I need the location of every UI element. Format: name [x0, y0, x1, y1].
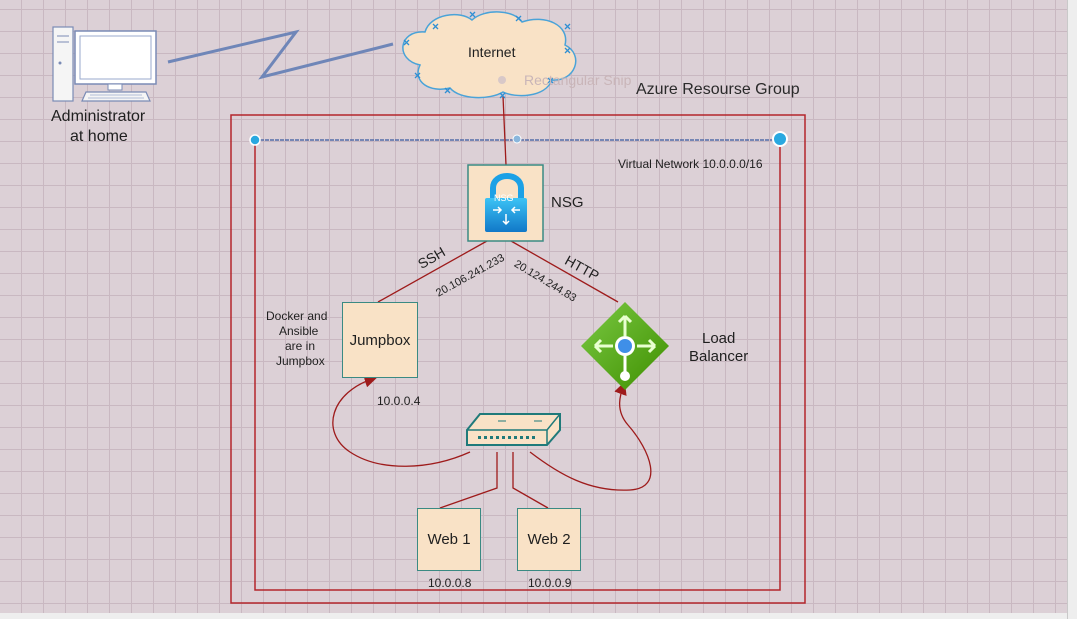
jumpbox-label: Jumpbox — [349, 331, 411, 349]
vnet-label: Virtual Network 10.0.0.0/16 — [618, 157, 763, 171]
web1-label: Web 1 — [427, 531, 471, 548]
lb-label-line1: Load — [702, 330, 736, 347]
web2-node[interactable]: Web 2 — [517, 508, 581, 571]
jumpbox-ip: 10.0.0.4 — [377, 394, 421, 408]
nsg-icon-text: NSG — [494, 193, 514, 203]
lb-label-line2: Balancer — [689, 348, 749, 365]
ghost-overlay-dot — [498, 76, 506, 84]
web2-label: Web 2 — [527, 531, 571, 548]
switch-web1-edge — [439, 452, 498, 509]
resource-group-frame — [230, 114, 806, 604]
jumpbox-node[interactable]: Jumpbox — [342, 302, 418, 378]
right-scroll-edge — [1067, 0, 1077, 619]
switch-web2-edge — [512, 452, 549, 509]
resource-group-label: Azure Resourse Group — [636, 81, 800, 98]
vnet-handle-right[interactable] — [772, 131, 788, 147]
vnet-frame — [254, 140, 781, 591]
switch-jumpbox-edge — [332, 374, 471, 467]
jumpbox-note-line1: Docker and — [266, 309, 328, 323]
jumpbox-note-line4: Jumpbox — [276, 354, 325, 368]
web2-ip: 10.0.0.9 — [528, 576, 572, 590]
jumpbox-note-line3: are in — [285, 339, 316, 353]
web1-node[interactable]: Web 1 — [417, 508, 481, 571]
internet-label: Internet — [468, 44, 516, 60]
ssh-edge — [377, 240, 488, 303]
cloud-icon — [402, 11, 577, 99]
internet-nsg-edge — [502, 95, 507, 166]
admin-label-line1: Administrator — [51, 108, 146, 125]
load-balancer-icon[interactable] — [581, 302, 669, 390]
jumpbox-note-line2: Ansible — [279, 324, 319, 338]
bottom-scroll-edge — [0, 613, 1067, 619]
network-security-group-icon — [485, 173, 527, 232]
ghost-overlay-text: Rectangular Snip — [524, 72, 632, 88]
desktop-computer-icon — [52, 26, 157, 102]
network-switch-icon[interactable] — [466, 413, 561, 446]
nsg-label: NSG — [551, 194, 584, 211]
switch-lb-edge — [529, 381, 652, 491]
web1-ip: 10.0.0.8 — [428, 576, 472, 590]
wan-link-icon — [167, 29, 394, 80]
http-edge — [510, 240, 619, 303]
admin-label-line2: at home — [70, 128, 128, 145]
vnet-handle-mid[interactable] — [512, 134, 522, 144]
vnet-handle-left[interactable] — [249, 134, 261, 146]
